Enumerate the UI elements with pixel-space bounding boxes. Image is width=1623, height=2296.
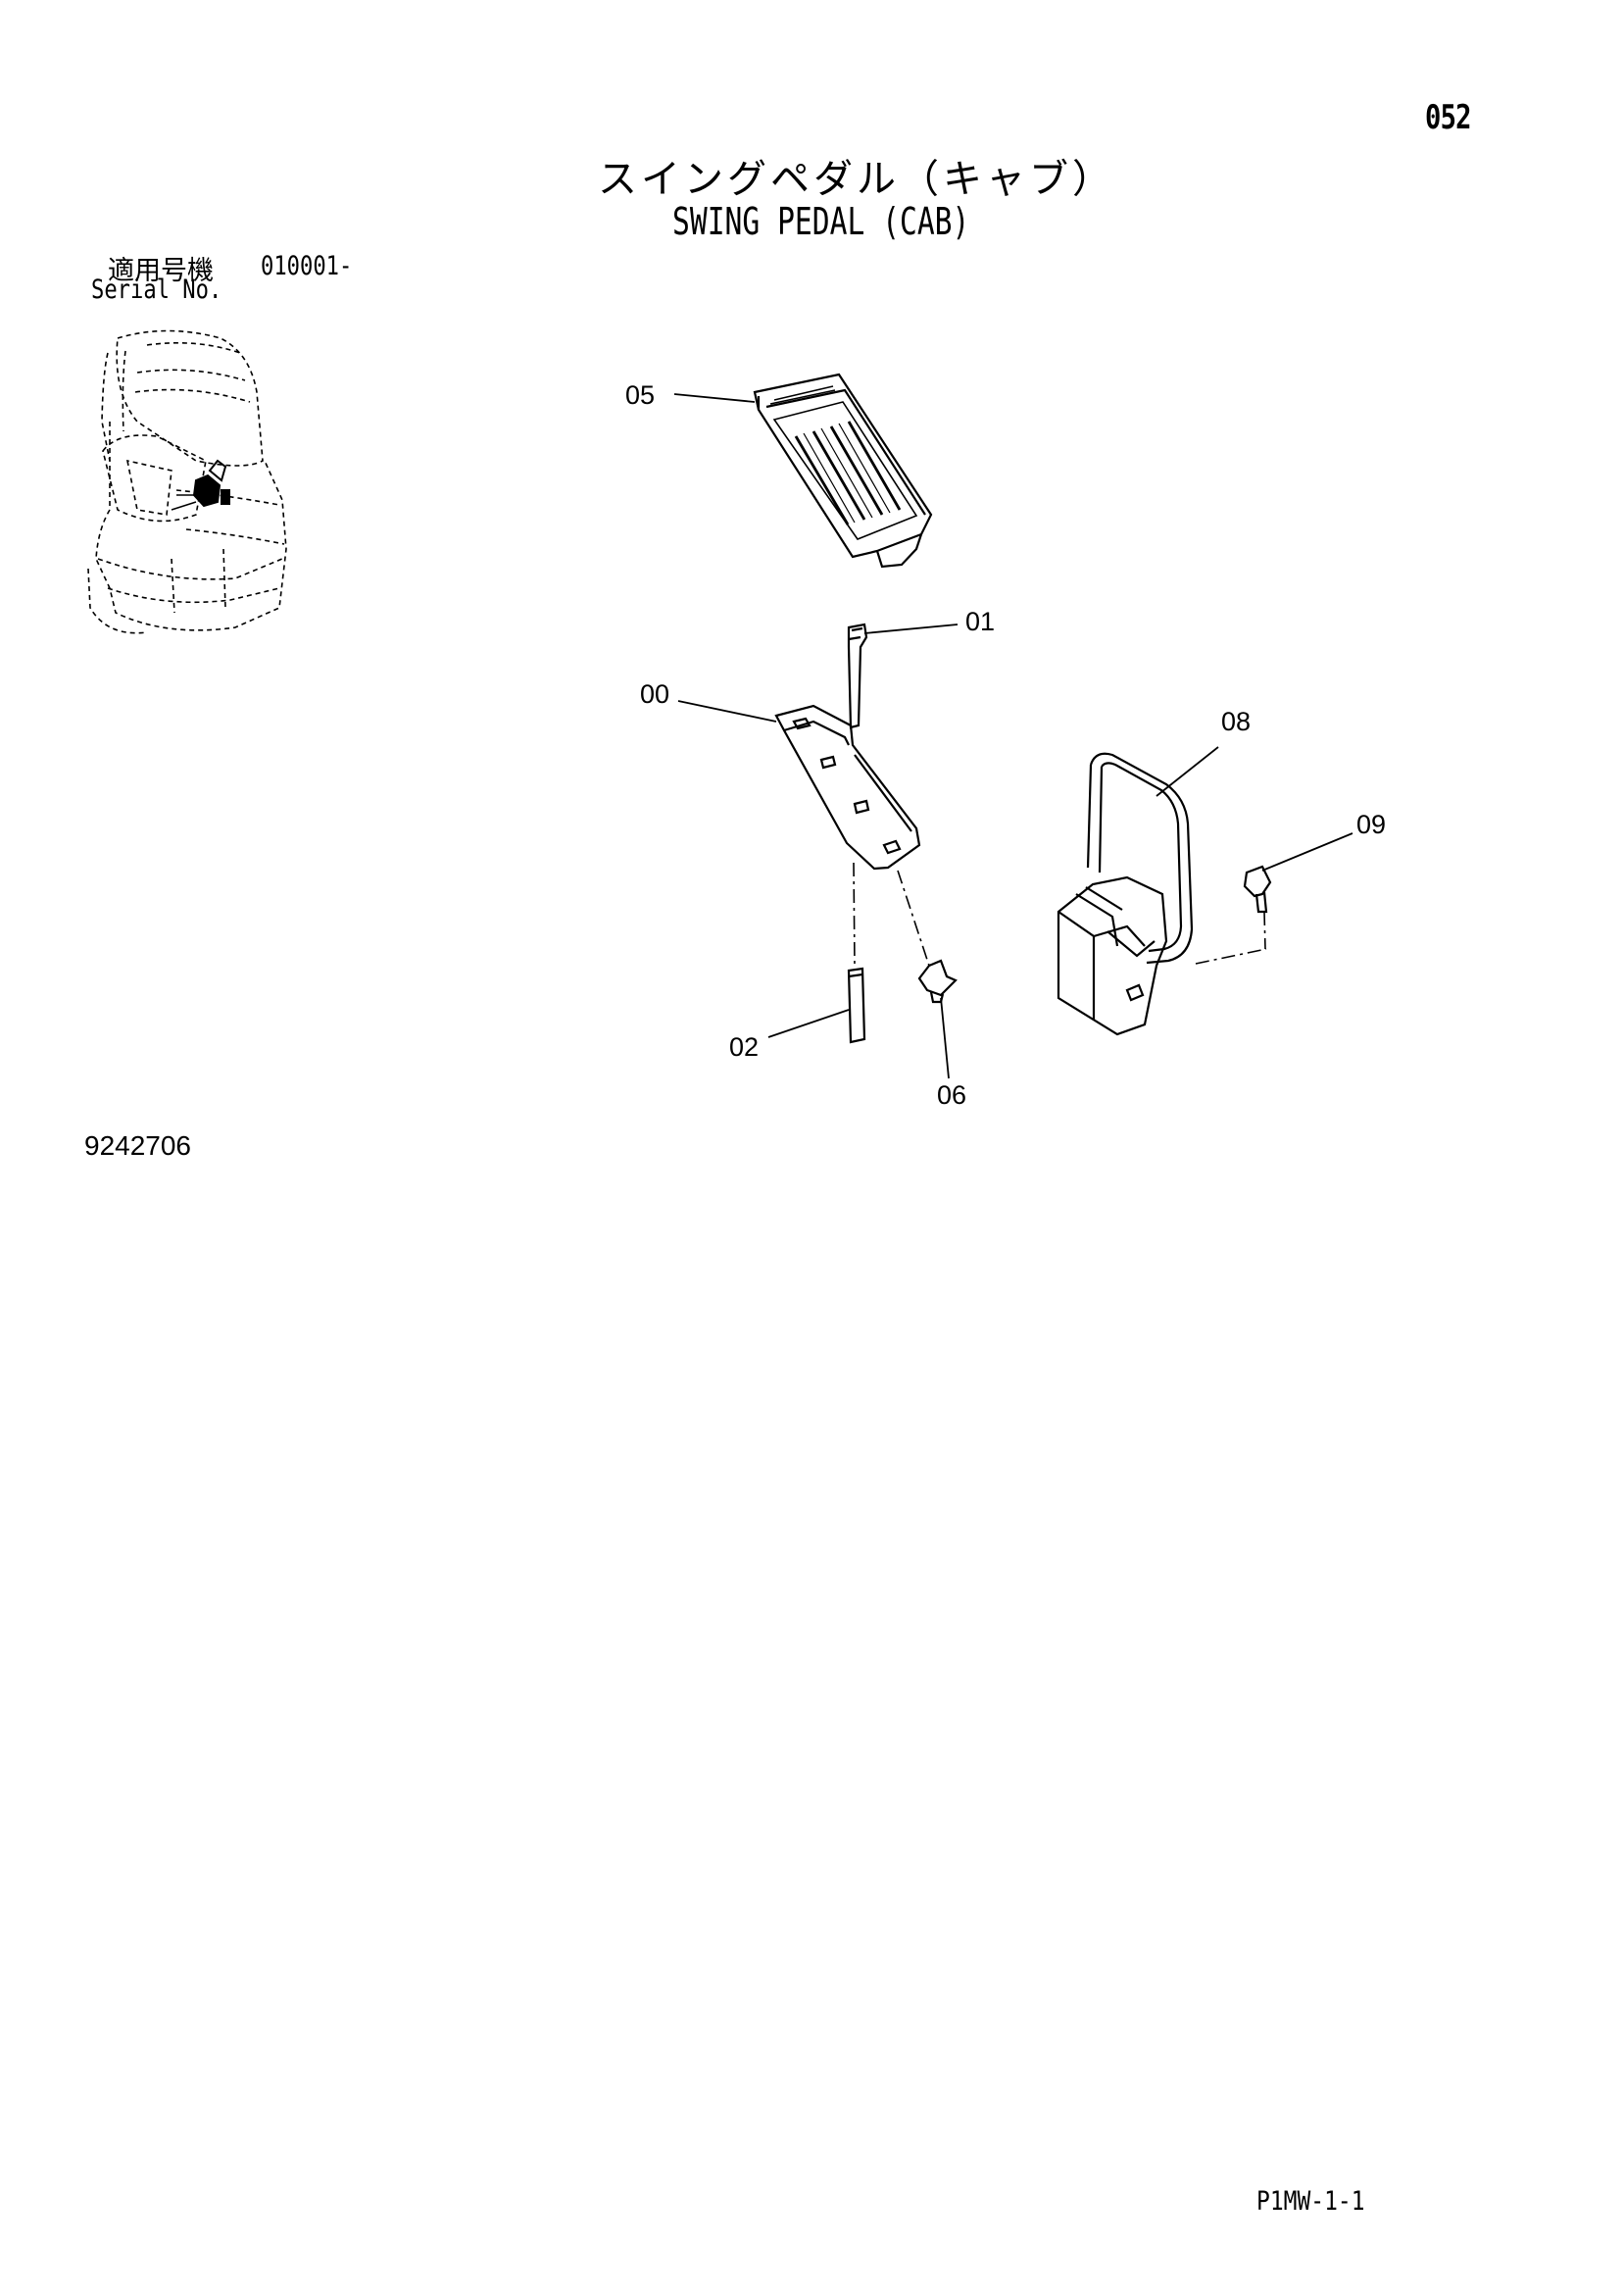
part-05-pedal-pad bbox=[753, 373, 933, 569]
part-01-upper-spacer bbox=[847, 623, 868, 729]
sheet-code: P1MW-1-1 bbox=[1256, 2186, 1365, 2217]
page-title-english: SWING PEDAL (CAB) bbox=[672, 200, 970, 243]
serial-label-english: Serial No. bbox=[91, 275, 222, 305]
assembly-center-lines bbox=[853, 862, 1267, 967]
callout-01: 01 bbox=[965, 607, 995, 636]
drawing-number: 9242706 bbox=[84, 1130, 192, 1161]
part-02-lower-spacer bbox=[847, 967, 866, 1044]
exploded-parts-drawing: 05 01 00 08 09 02 06 bbox=[87, 329, 1386, 1110]
callout-00: 00 bbox=[640, 679, 669, 709]
callout-06: 06 bbox=[937, 1080, 966, 1110]
page-number: 052 bbox=[1425, 98, 1472, 137]
machine-location-marker bbox=[171, 459, 230, 511]
serial-label-japanese: 適用号機 bbox=[108, 256, 214, 286]
machine-location-thumbnail bbox=[87, 329, 287, 634]
serial-number-value: 010001- bbox=[261, 251, 353, 281]
callout-09: 09 bbox=[1356, 810, 1386, 839]
callout-08: 08 bbox=[1221, 707, 1251, 736]
callout-leader-lines bbox=[673, 393, 1353, 1079]
part-06-screw bbox=[917, 959, 958, 1004]
part-00-bracket bbox=[774, 704, 921, 871]
callout-02: 02 bbox=[729, 1032, 759, 1062]
part-08-switch-guard bbox=[1057, 752, 1194, 1036]
callout-05: 05 bbox=[625, 380, 655, 410]
page-title-japanese: スイングペダル（キャブ） bbox=[598, 157, 1115, 202]
part-09-screw bbox=[1243, 865, 1272, 914]
